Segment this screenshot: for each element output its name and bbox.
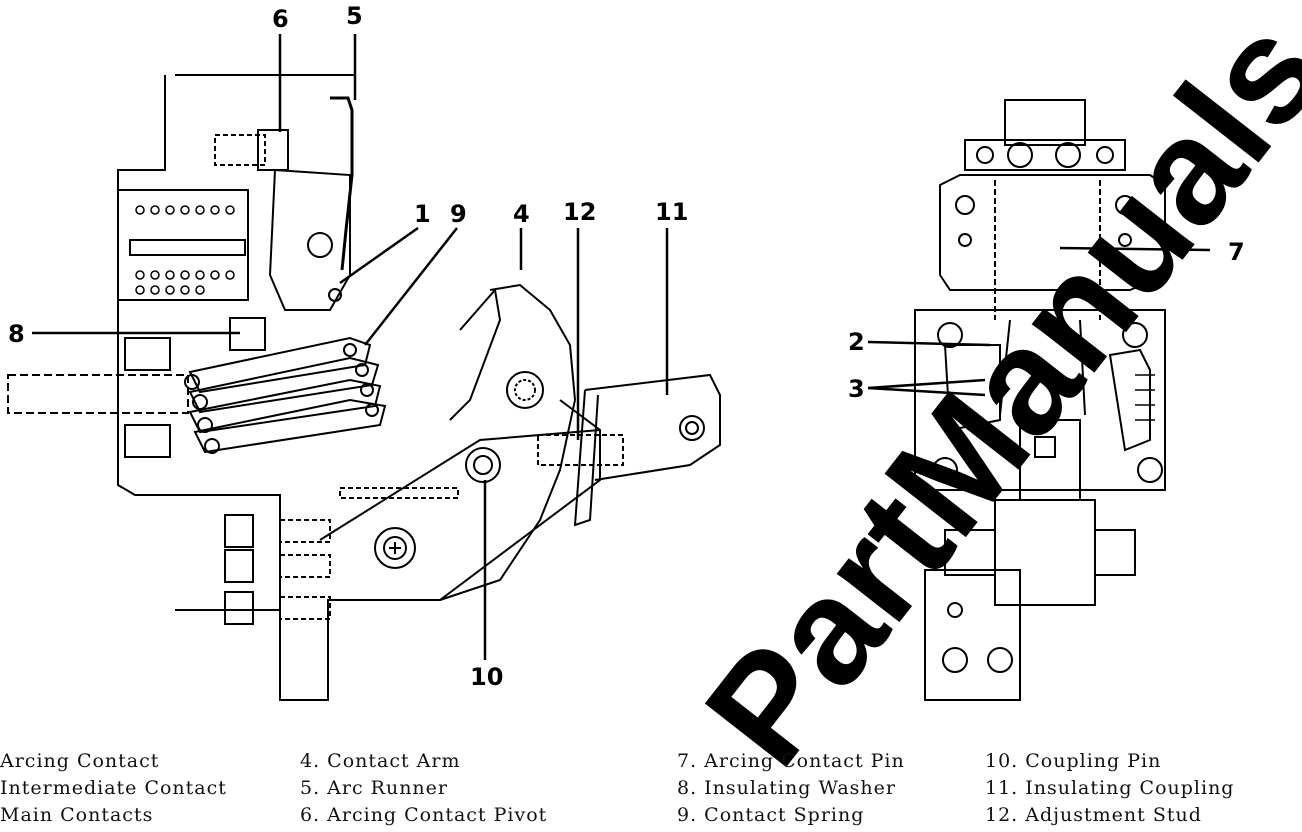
callout-1: 1 [414,200,431,228]
legend-item: Intermediate Contact [0,777,227,799]
side-view-drawing [7,74,721,701]
callout-8: 8 [8,320,25,348]
callout-3: 3 [848,375,865,403]
right-leader-lines [867,246,1211,397]
legend-item: Arcing Contact [0,750,160,772]
legend-item: 8. Insulating Washer [677,777,896,799]
legend-item: 5. Arc Runner [300,777,448,799]
legend-column-4: 10. Coupling Pin 11. Insulating Coupling… [985,748,1234,829]
callout-5: 5 [346,2,363,30]
parts-legend: Arcing Contact Intermediate Contact Main… [0,748,1302,832]
legend-item: 6. Arcing Contact Pivot [300,804,548,826]
legend-column-1: Arcing Contact Intermediate Contact Main… [0,748,227,829]
callout-2: 2 [848,328,865,356]
legend-column-2: 4. Contact Arm 5. Arc Runner 6. Arcing C… [300,748,547,829]
callout-9: 9 [450,200,467,228]
legend-item: 9. Contact Spring [677,804,865,826]
front-view-drawing [914,99,1166,701]
callout-4: 4 [513,200,530,228]
legend-item: Main Contacts [0,804,154,826]
callout-11: 11 [655,198,688,226]
left-leader-lines [32,34,669,660]
callout-7: 7 [1228,238,1245,266]
legend-item: 11. Insulating Coupling [985,777,1235,799]
legend-item: 10. Coupling Pin [985,750,1162,772]
legend-item: 12. Adjustment Stud [985,804,1202,826]
legend-item: 7. Arcing Contact Pin [677,750,905,772]
callout-12: 12 [563,198,596,226]
legend-item: 4. Contact Arm [300,750,461,772]
callout-6: 6 [272,5,289,33]
callout-10: 10 [470,663,503,691]
legend-column-3: 7. Arcing Contact Pin 8. Insulating Wash… [677,748,905,829]
